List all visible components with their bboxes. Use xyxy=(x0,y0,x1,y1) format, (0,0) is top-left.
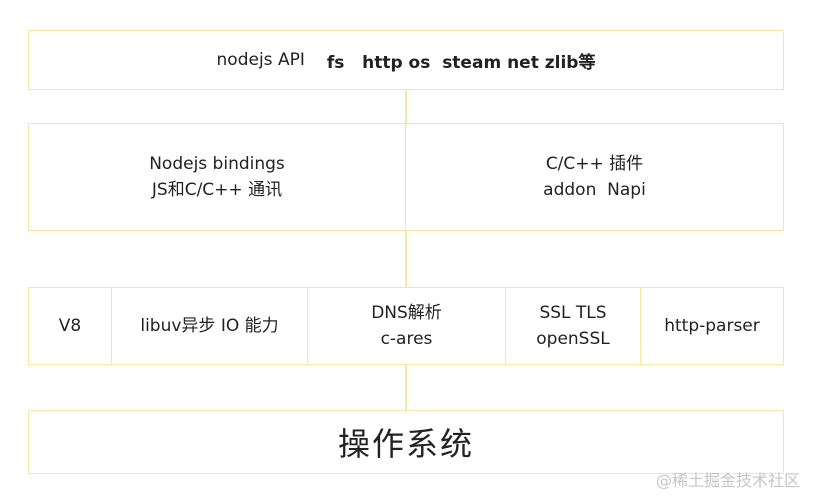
connector-api-to-middle xyxy=(405,89,407,124)
os-label: 操作系统 xyxy=(337,425,474,463)
v8-box: V8 xyxy=(28,287,112,365)
v8-label: V8 xyxy=(58,316,82,336)
ssl-subtitle: openSSL xyxy=(536,329,610,349)
connector-middle-to-deps xyxy=(405,230,407,288)
libuv-box: libuv异步 IO 能力 xyxy=(111,287,308,365)
libuv-label: libuv异步 IO 能力 xyxy=(140,316,279,336)
watermark: @稀土掘金技术社区 xyxy=(655,471,800,490)
bindings-title: Nodejs bindings xyxy=(149,154,285,174)
dns-box: DNS解析 c-ares xyxy=(307,287,506,365)
addon-subtitle: addon Napi xyxy=(543,180,646,200)
addon-box: C/C++ 插件 addon Napi xyxy=(405,123,784,231)
ssl-title: SSL TLS xyxy=(539,303,607,323)
connector-deps-to-os xyxy=(405,364,407,411)
http-parser-box: http-parser xyxy=(640,287,784,365)
dns-subtitle: c-ares xyxy=(380,329,433,349)
nodejs-api-layer: nodejs API fs http os steam net zlib等 xyxy=(28,30,784,90)
http-parser-label: http-parser xyxy=(664,316,760,336)
os-layer: 操作系统 xyxy=(28,410,784,474)
dns-title: DNS解析 xyxy=(371,303,442,323)
bindings-subtitle: JS和C/C++ 通讯 xyxy=(151,180,283,200)
nodejs-api-label: nodejs API xyxy=(216,50,305,70)
addon-title: C/C++ 插件 xyxy=(545,154,644,174)
core-modules-list: fs http os steam net zlib等 xyxy=(326,52,596,73)
nodejs-bindings-box: Nodejs bindings JS和C/C++ 通讯 xyxy=(28,123,406,231)
ssl-box: SSL TLS openSSL xyxy=(505,287,641,365)
